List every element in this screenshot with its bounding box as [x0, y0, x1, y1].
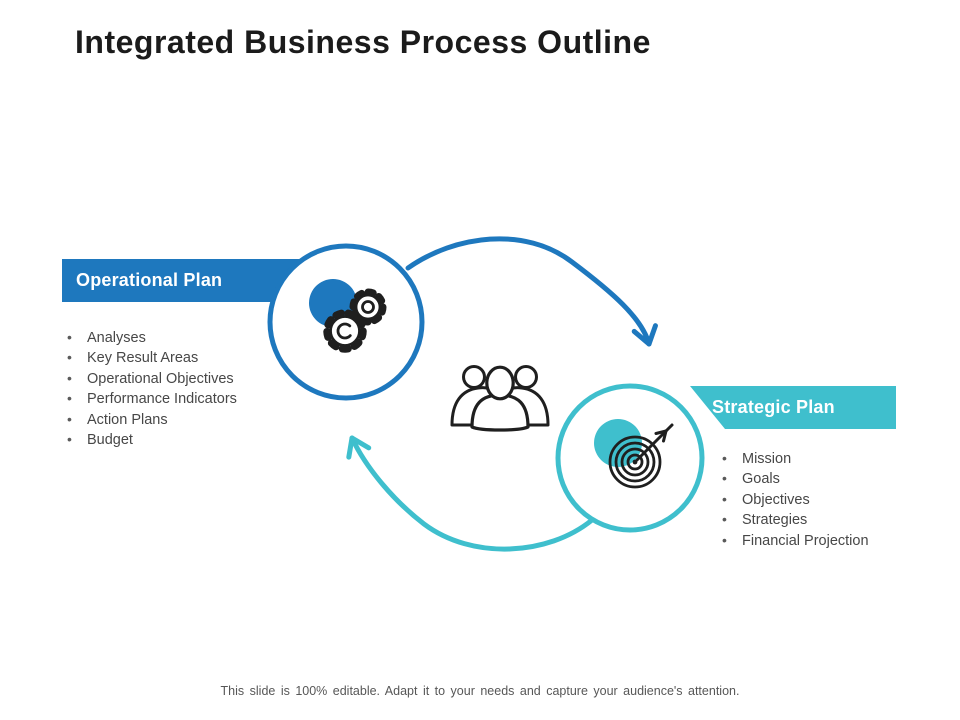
list-item: Action Plans	[63, 410, 237, 430]
list-item: Performance Indicators	[63, 389, 237, 409]
list-item: Strategies	[718, 510, 869, 530]
operational-plan-label: Operational Plan	[76, 270, 223, 290]
list-item: Budget	[63, 430, 237, 450]
target-icon	[608, 423, 674, 489]
operational-plan-list: Analyses Key Result Areas Operational Ob…	[63, 328, 237, 450]
footer-note: This slide is 100% editable. Adapt it to…	[220, 684, 740, 698]
list-item: Financial Projection	[718, 531, 869, 551]
people-group-icon	[450, 365, 550, 432]
list-item: Analyses	[63, 328, 237, 348]
operational-plan-banner: Operational Plan	[62, 259, 342, 302]
operational-to-strategic-arrow	[405, 236, 658, 347]
page-title: Integrated Business Process Outline	[75, 24, 651, 60]
list-item: Goals	[718, 469, 869, 489]
strategic-plan-label: Strategic Plan	[712, 397, 835, 417]
list-item: Operational Objectives	[63, 369, 237, 389]
list-item: Objectives	[718, 490, 869, 510]
strategic-plan-list: Mission Goals Objectives Strategies Fina…	[718, 449, 869, 551]
list-item: Mission	[718, 449, 869, 469]
strategic-circle-badge	[555, 383, 705, 533]
strategic-plan-banner: Strategic Plan	[632, 386, 896, 429]
list-item: Key Result Areas	[63, 348, 237, 368]
strategic-to-operational-arrow	[346, 435, 595, 552]
